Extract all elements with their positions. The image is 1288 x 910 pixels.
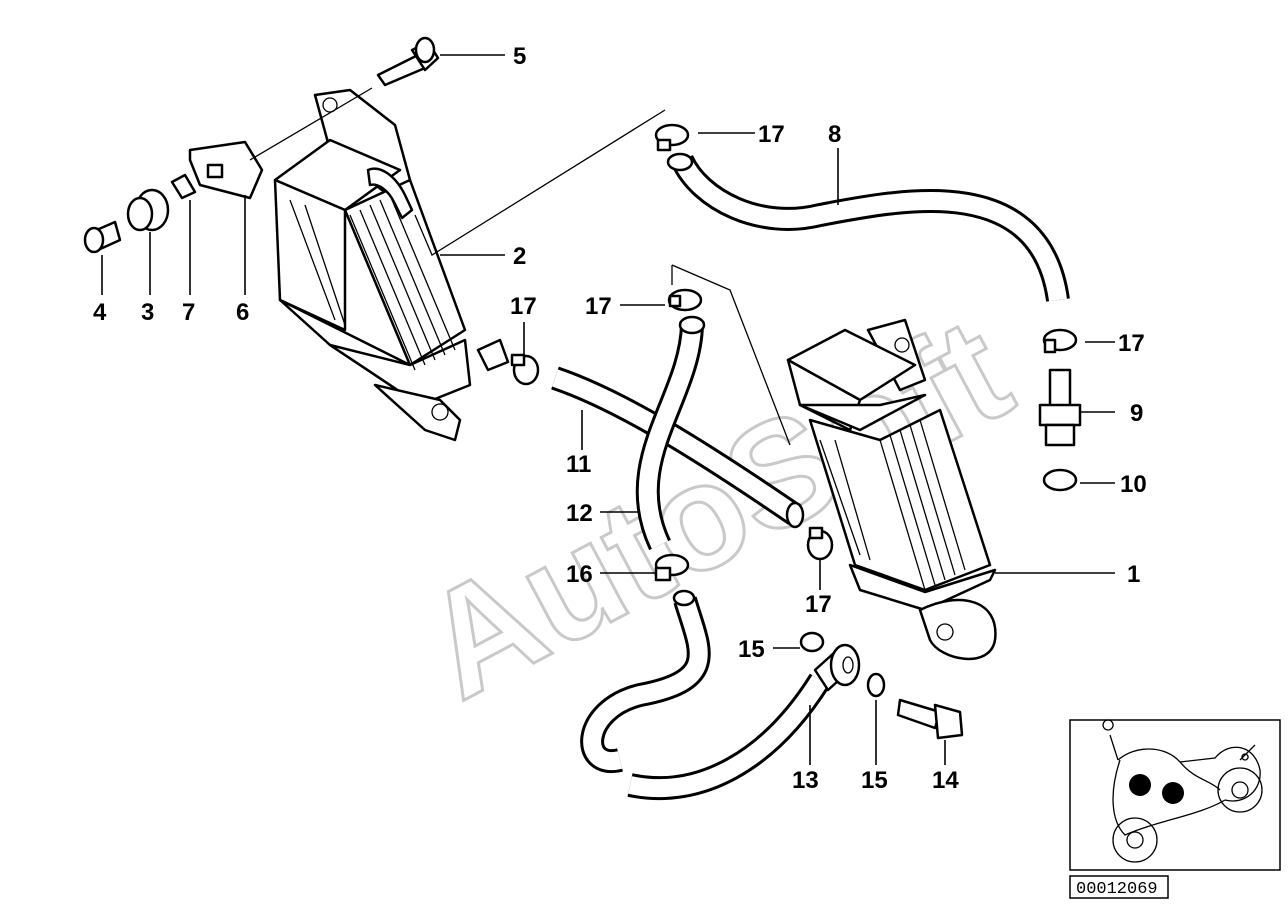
- banjo-fitting-13: [813, 643, 861, 692]
- diagram-number: 00012069: [1076, 880, 1158, 899]
- clamp-17-lower: [806, 526, 834, 561]
- leader-lines: [101, 54, 1115, 765]
- oil-cooler-left: [273, 88, 510, 442]
- seal-ring-15a: [799, 631, 825, 653]
- callout-10: 10: [1120, 471, 1147, 498]
- diagram-number-box: 00012069: [1069, 875, 1169, 899]
- callout-17-left: 17: [510, 293, 537, 320]
- reference-lines: [249, 87, 791, 446]
- callout-14: 14: [932, 767, 959, 794]
- hose-lower: [580, 589, 831, 801]
- callout-4: 4: [93, 299, 107, 326]
- clip-7: [170, 173, 197, 200]
- hose-12: [635, 315, 706, 551]
- callout-13: 13: [792, 767, 819, 794]
- callouts: 5 2 17 8 17 9 10 1 17 17 11 12 16 17 15 …: [93, 43, 1147, 794]
- callout-7: 7: [182, 299, 195, 326]
- banjo-bolt-14: [896, 698, 964, 740]
- callout-17-right: 17: [1118, 330, 1145, 357]
- locator-dot-right: [1162, 782, 1184, 804]
- clamp-17-left: [510, 353, 540, 386]
- locator-thumbnail: [1069, 719, 1281, 871]
- callout-17-mid: 17: [585, 293, 612, 320]
- callout-6: 6: [236, 299, 249, 326]
- clamp-17-mid: [667, 288, 703, 312]
- bracket-6: [188, 140, 264, 200]
- callout-8: 8: [828, 121, 841, 148]
- seal-ring-10: [1042, 468, 1078, 492]
- callout-15-left: 15: [738, 636, 765, 663]
- clamp-17-right: [1042, 328, 1078, 354]
- bolt-5: [376, 36, 440, 87]
- callout-9: 9: [1130, 400, 1143, 427]
- hose-8: [666, 152, 1070, 302]
- clamp-16: [654, 553, 690, 582]
- callout-15-right: 15: [861, 767, 888, 794]
- fitting-9: [1038, 368, 1082, 447]
- grommet-3: [126, 188, 170, 232]
- callout-1: 1: [1127, 561, 1140, 588]
- callout-11: 11: [566, 451, 591, 478]
- locator-dot-left: [1129, 774, 1151, 796]
- callout-12: 12: [566, 500, 593, 527]
- clamp-17-top: [654, 123, 690, 152]
- sleeve-4: [83, 220, 122, 254]
- callout-17-lower: 17: [805, 591, 832, 618]
- callout-2: 2: [513, 243, 526, 270]
- callout-17-top: 17: [758, 121, 785, 148]
- callout-5: 5: [513, 43, 526, 70]
- callout-3: 3: [141, 299, 154, 326]
- oil-cooler-right: [786, 318, 997, 661]
- callout-16: 16: [566, 561, 593, 588]
- seal-ring-15b: [866, 672, 886, 698]
